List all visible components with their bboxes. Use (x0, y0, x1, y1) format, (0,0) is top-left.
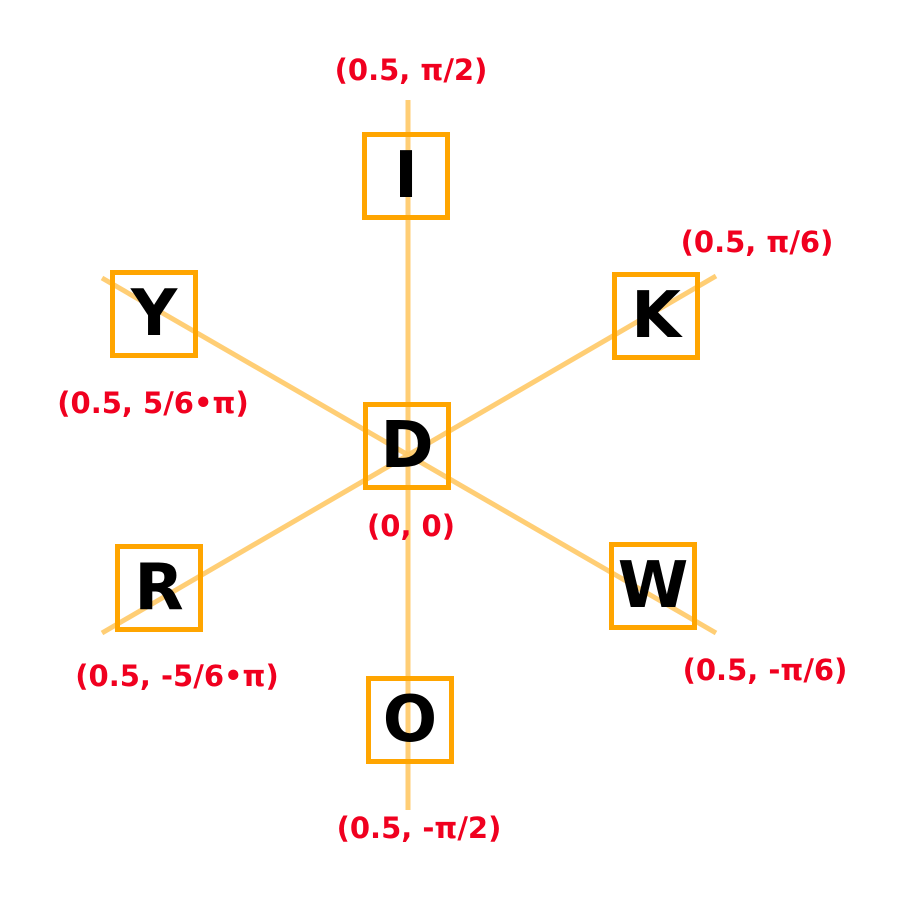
coordinate-label-y: (0.5, 5/6•π) (57, 386, 249, 420)
letter-box-i: I (362, 132, 450, 220)
letter-k: K (631, 279, 681, 353)
letter-box-o: O (366, 676, 454, 764)
letter-w: W (617, 549, 689, 623)
coordinate-label-i: (0.5, π/2) (334, 53, 488, 87)
letter-y: Y (130, 277, 178, 351)
coordinate-label-r: (0.5, -5/6•π) (75, 659, 279, 693)
letter-box-d: D (363, 402, 451, 490)
letter-i: I (394, 139, 418, 213)
letter-r: R (134, 551, 184, 625)
coordinate-label-k: (0.5, π/6) (680, 225, 834, 259)
letter-o: O (382, 683, 438, 757)
letter-box-y: Y (110, 270, 198, 358)
letter-box-r: R (115, 544, 203, 632)
letter-box-w: W (609, 542, 697, 630)
letter-d: D (380, 409, 434, 483)
coordinate-label-w: (0.5, -π/6) (682, 653, 848, 687)
coordinate-label-d: (0, 0) (367, 509, 455, 543)
coordinate-label-o: (0.5, -π/2) (336, 811, 502, 845)
letter-box-k: K (612, 272, 700, 360)
